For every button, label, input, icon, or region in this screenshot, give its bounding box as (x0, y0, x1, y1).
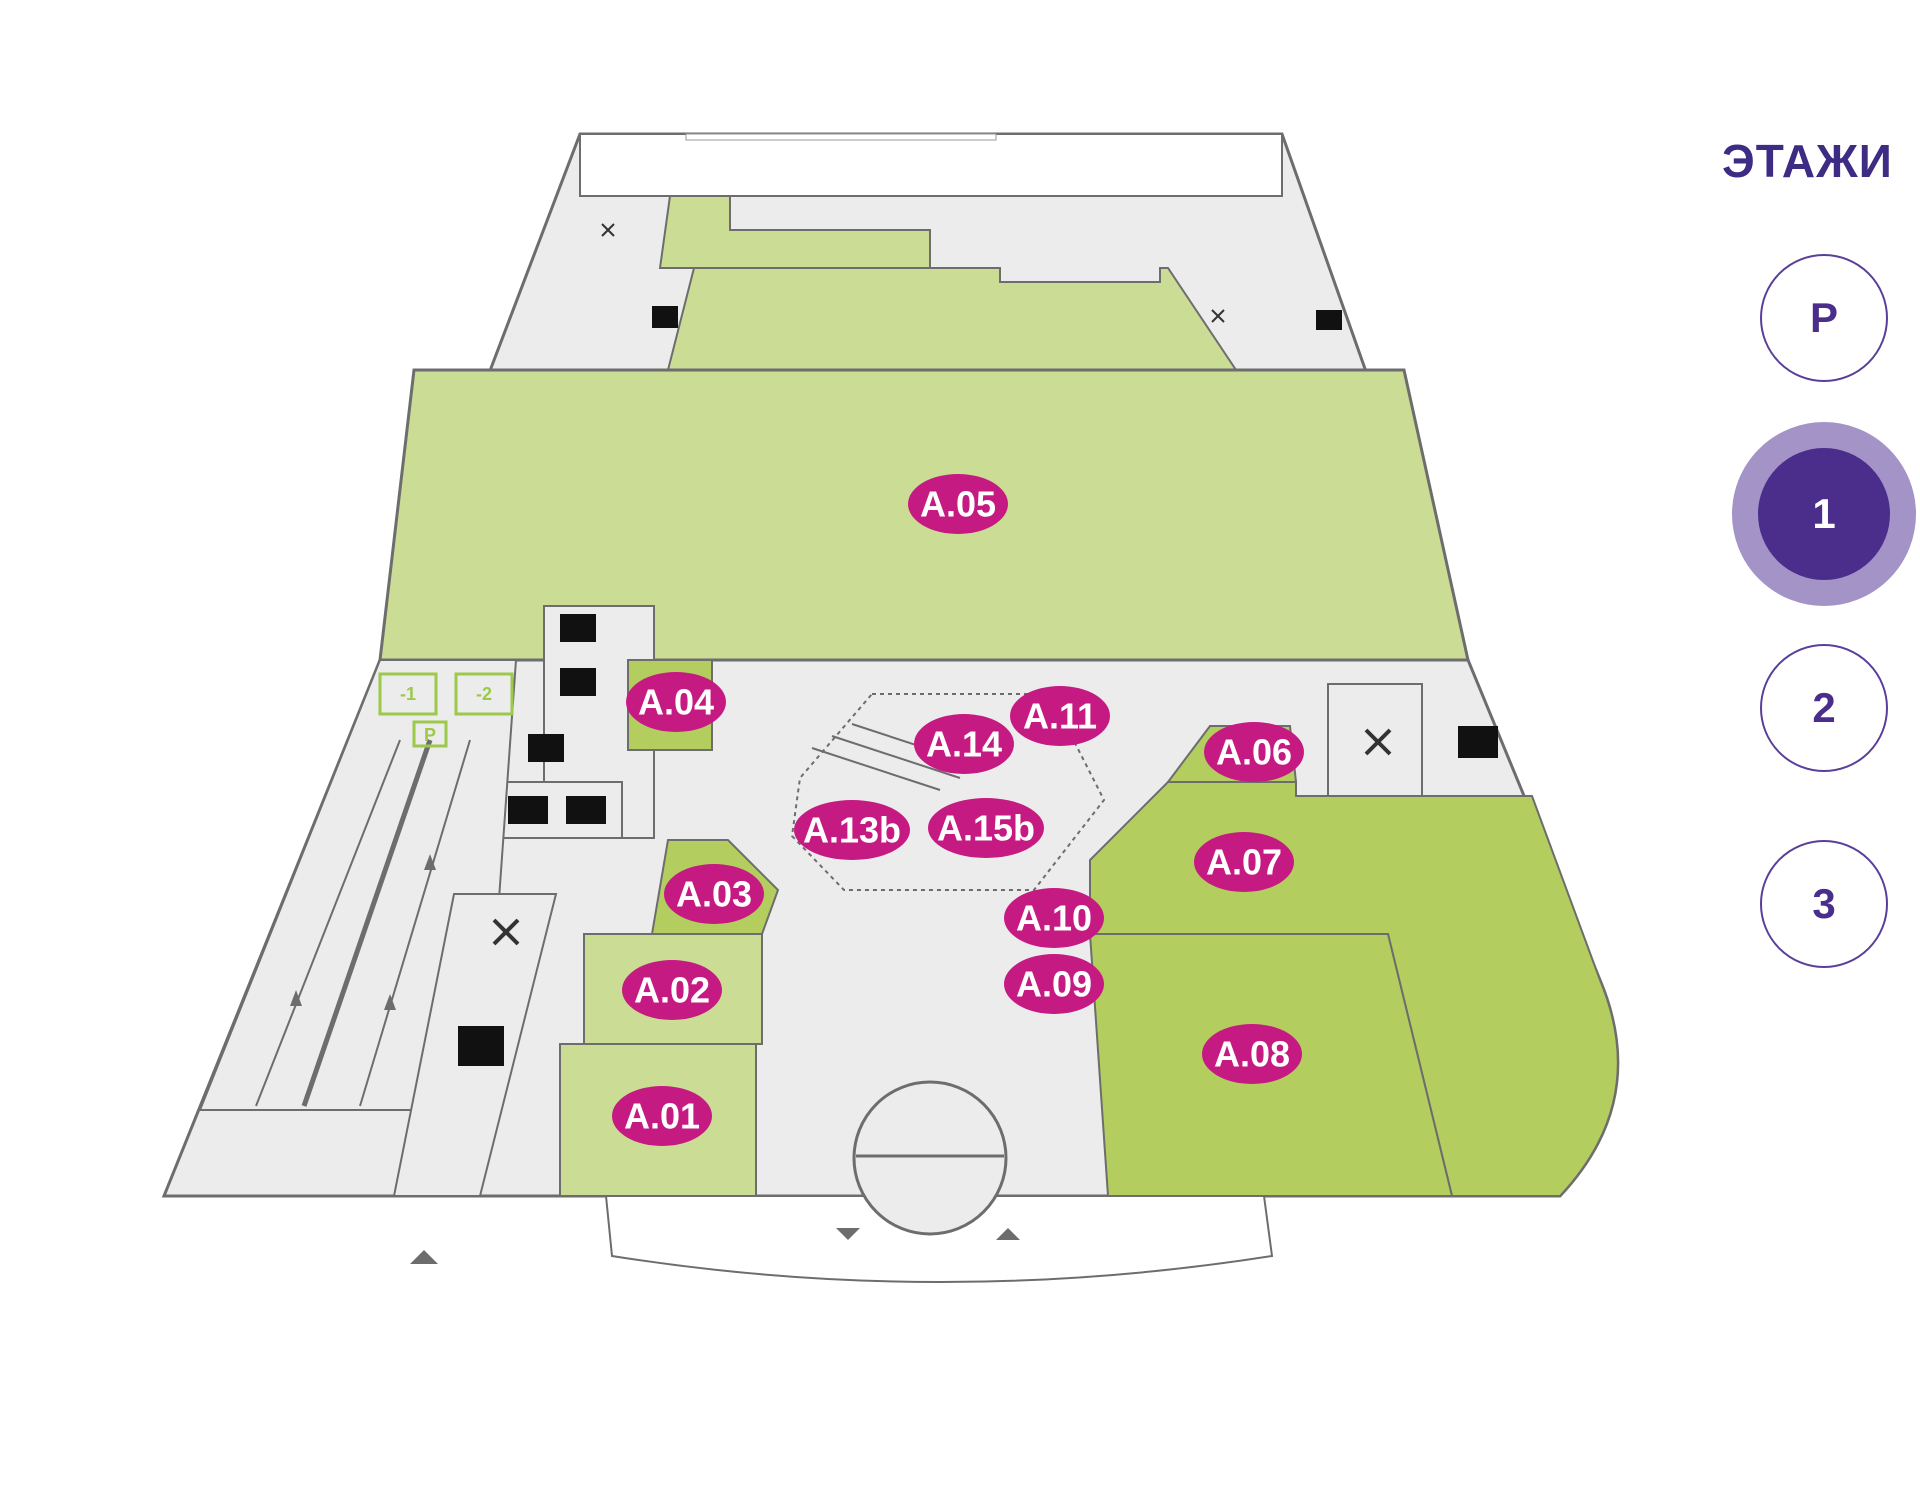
room-pill-A.02[interactable] (622, 960, 722, 1020)
ramp-lane-2 (359, 739, 471, 1107)
floor-button-3[interactable]: 3 (1760, 840, 1888, 968)
ramp-lane-1 (255, 739, 401, 1107)
floor-button-2[interactable]: 2 (1760, 644, 1888, 772)
room-label-A.09[interactable]: A.09 (1016, 964, 1092, 1005)
stairs-icon (1316, 310, 1342, 330)
room-label-A.04[interactable]: A.04 (638, 682, 714, 723)
parking-p-label: P (424, 725, 436, 745)
parking-sign-p (412, 720, 448, 748)
ramp-arrow-down-icon (290, 990, 302, 1006)
room-label-A.01[interactable]: A.01 (624, 1096, 700, 1137)
service-icon (601, 223, 615, 237)
room-pill-A.01[interactable] (612, 1086, 712, 1146)
room-upper-2 (666, 267, 1238, 371)
stairs-icon (1458, 726, 1498, 758)
elevator-icon (566, 796, 606, 824)
room-label-A.02[interactable]: A.02 (634, 970, 710, 1011)
room-pill-A.06[interactable] (1204, 722, 1304, 782)
ramp-divider (301, 739, 433, 1107)
room-label-A.10[interactable]: A.10 (1016, 898, 1092, 939)
parking-minus2-label: -2 (476, 684, 492, 704)
room-label-A.14[interactable]: A.14 (926, 724, 1002, 765)
room-pill-A.05[interactable] (908, 474, 1008, 534)
ramp-arrow-up-icon (384, 994, 396, 1010)
atrium-outline (790, 693, 1106, 891)
elevator-icon (508, 796, 548, 824)
room-pill-A.15b[interactable] (928, 798, 1044, 858)
entrance-arrow-icon (836, 1228, 860, 1240)
room-pill-A.08[interactable] (1202, 1024, 1302, 1084)
entrance-arrow-icon (996, 1228, 1020, 1240)
service-icon (1211, 309, 1225, 323)
entrance-canopy (604, 1195, 1274, 1283)
room-pill-A.11[interactable] (1010, 686, 1110, 746)
floor-button-1[interactable]: 1 (1732, 422, 1916, 606)
room-label-A.08[interactable]: A.08 (1214, 1034, 1290, 1075)
parking-sign-minus2 (454, 672, 514, 716)
room-pill-A.10[interactable] (1004, 888, 1104, 948)
room-pill-A.04[interactable] (626, 672, 726, 732)
floor-button-p[interactable]: P (1760, 254, 1888, 382)
room-label-A.13b[interactable]: A.13b (803, 810, 901, 851)
parking-minus1-label: -1 (400, 684, 416, 704)
parking-sign-minus1 (378, 672, 438, 716)
room-label-A.11[interactable]: A.11 (1023, 696, 1097, 737)
room-label-A.03[interactable]: A.03 (676, 874, 752, 915)
room-pill-A.13b[interactable] (794, 800, 910, 860)
room-pill-A.14[interactable] (914, 714, 1014, 774)
room-label-A.07[interactable]: A.07 (1206, 842, 1282, 883)
room-upper-1 (658, 195, 931, 269)
room-pill-A.07[interactable] (1194, 832, 1294, 892)
room-label-A.05[interactable]: A.05 (920, 484, 996, 525)
top-window (685, 133, 997, 141)
stairs-icon (652, 306, 678, 328)
room-pill-A.03[interactable] (664, 864, 764, 924)
revolving-door[interactable] (852, 1080, 1008, 1236)
service-icon (1364, 728, 1392, 756)
restroom-icon (560, 668, 596, 696)
wheelchair-icon (560, 614, 596, 642)
restroom-icon (528, 734, 564, 762)
room-label-A.06[interactable]: A.06 (1216, 732, 1292, 773)
ramp-arrow-up-icon (424, 854, 436, 870)
room-label-A.15b[interactable]: A.15b (937, 808, 1035, 849)
service-room-right (1327, 683, 1423, 797)
entrance-arrow-icon (410, 1250, 438, 1264)
room-pill-A.09[interactable] (1004, 954, 1104, 1014)
top-service-strip (579, 133, 1283, 197)
room-labels: A.01 A.02 A.03 A.04 A.05A.06A.07A.08 A.09 A.10… (612, 474, 1304, 1146)
stairs-icon (458, 1026, 504, 1066)
service-icon (492, 918, 520, 946)
floors-title: ЭТАЖИ (1722, 135, 1893, 187)
